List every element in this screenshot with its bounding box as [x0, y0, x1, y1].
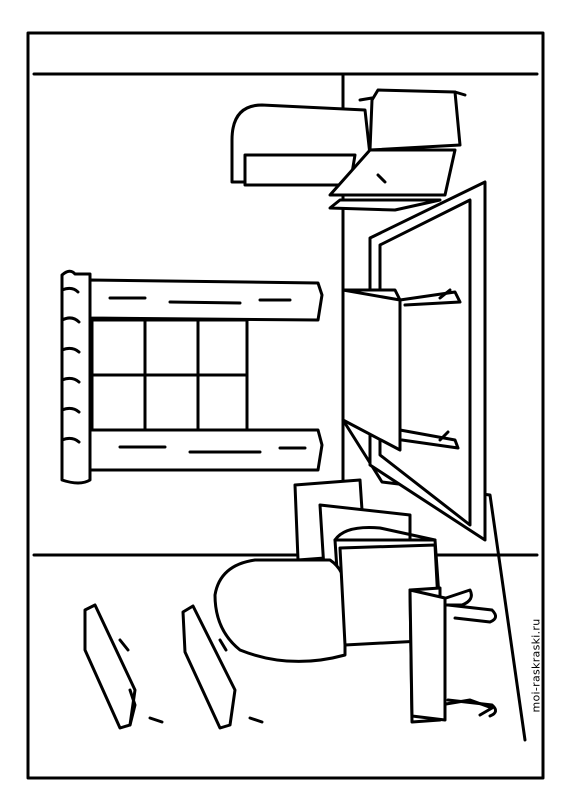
bench-left [85, 605, 162, 728]
chair-right [410, 590, 496, 720]
bench-middle [183, 606, 262, 728]
window [62, 271, 322, 483]
wall-cabinets [232, 90, 465, 210]
table [343, 290, 460, 450]
watermark-text: moi-raskraski.ru [529, 600, 543, 730]
watermark-label: moi-raskraski.ru [529, 617, 543, 713]
